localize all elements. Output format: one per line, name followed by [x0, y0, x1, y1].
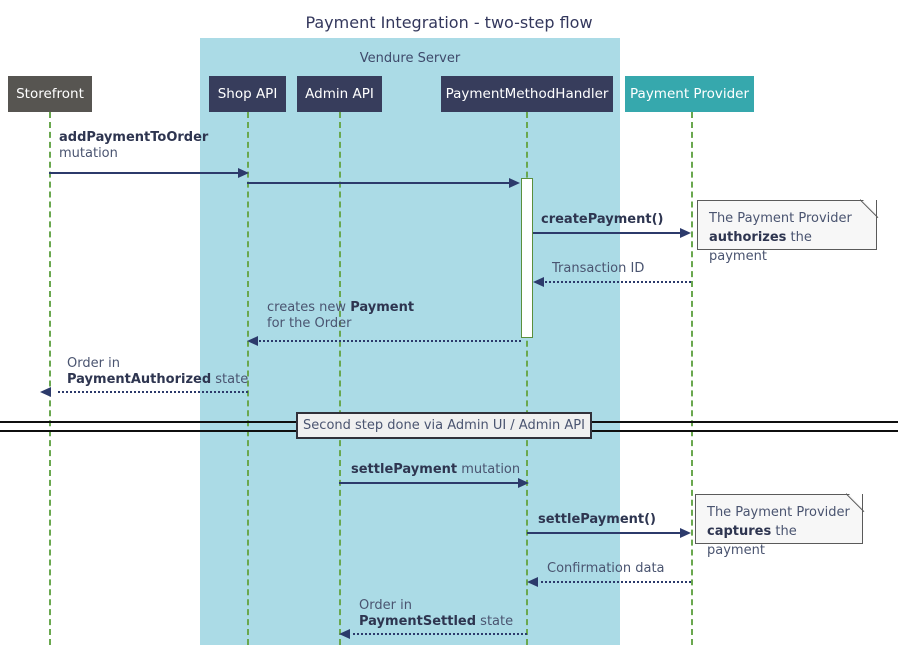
- participant-shop-api[interactable]: Shop API: [209, 76, 286, 112]
- arrow-head-icon-1: [238, 168, 249, 178]
- participant-storefront-label: Storefront: [16, 86, 84, 102]
- message-label-settle-payment-mutation-rest: mutation: [457, 462, 521, 477]
- lifeline-payment-provider: [691, 112, 693, 645]
- message-label-add-payment-to-order: addPaymentToOrder mutation: [59, 130, 208, 162]
- note-1-line-2-rest: the payment: [709, 230, 812, 264]
- message-label-creates-new-payment-pre: creates new: [267, 300, 351, 315]
- message-label-settle-payment-call-bold: settlePayment(): [538, 512, 656, 527]
- message-arrow-transaction-id: [541, 281, 691, 283]
- message-arrow-order-payment-settled: [348, 633, 527, 635]
- participant-payment-provider-label: Payment Provider: [630, 86, 749, 102]
- message-arrow-settle-payment-mutation: [339, 482, 519, 484]
- arrow-head-icon-4: [533, 277, 544, 287]
- message-arrow-confirmation-data: [536, 581, 691, 583]
- message-arrow-create-payment: [533, 232, 681, 234]
- separator-label-box: Second step done via Admin UI / Admin AP…: [296, 412, 592, 439]
- lifeline-shop-api: [247, 112, 249, 645]
- participant-admin-api[interactable]: Admin API: [297, 76, 382, 112]
- page-title: Payment Integration - two-step flow: [305, 13, 593, 32]
- activation-bar-payment-method-handler: [521, 178, 533, 338]
- message-arrow-shop-api-to-handler: [247, 182, 510, 184]
- note-2-line-2-rest: the payment: [707, 524, 797, 558]
- arrow-head-icon-6: [40, 387, 51, 397]
- message-label-settle-payment-mutation: settlePayment mutation: [351, 462, 520, 478]
- participant-payment-method-handler[interactable]: PaymentMethodHandler: [441, 76, 613, 112]
- note-fold-edge-1: [860, 199, 879, 218]
- lifeline-payment-method-handler: [526, 112, 528, 645]
- note-1-line-2-bold: authorizes: [709, 230, 787, 245]
- note-fold-icon-2: [849, 494, 862, 507]
- message-label-order-payment-authorized-rest: state: [211, 372, 249, 387]
- message-label-order-payment-settled-bold: PaymentSettled: [359, 614, 477, 629]
- vendure-server-group-label: Vendure Server: [359, 51, 461, 66]
- message-label-create-payment-bold: createPayment(): [541, 212, 664, 227]
- message-label-creates-new-payment-line2: for the Order: [267, 316, 352, 331]
- message-label-add-payment-to-order-bold: addPaymentToOrder: [59, 130, 209, 145]
- note-payment-provider-authorizes: The Payment Provider authorizes the paym…: [697, 199, 879, 264]
- arrow-head-icon-10: [339, 629, 350, 639]
- participant-payment-provider[interactable]: Payment Provider: [625, 76, 754, 112]
- message-label-creates-new-payment: creates new Payment for the Order: [267, 300, 414, 332]
- note-fold-edge-2: [846, 493, 865, 512]
- message-label-settle-payment-mutation-bold: settlePayment: [351, 462, 458, 477]
- arrow-head-icon-2: [509, 178, 520, 188]
- message-arrow-add-payment-to-order: [49, 172, 239, 174]
- note-payment-provider-captures: The Payment Provider captures the paymen…: [695, 493, 865, 558]
- message-arrow-order-payment-authorized: [58, 391, 248, 393]
- arrow-head-icon-9: [527, 577, 538, 587]
- participant-payment-method-handler-label: PaymentMethodHandler: [445, 86, 609, 102]
- participant-shop-api-label: Shop API: [217, 86, 278, 102]
- message-label-confirmation-data: Confirmation data: [547, 561, 665, 576]
- message-label-creates-new-payment-bold: Payment: [350, 300, 415, 315]
- separator-label: Second step done via Admin UI / Admin AP…: [303, 418, 585, 433]
- note-1-line-1: The Payment Provider: [709, 211, 852, 226]
- message-label-order-payment-settled: Order in PaymentSettled state: [359, 598, 513, 630]
- message-label-add-payment-to-order-rest: mutation: [59, 146, 118, 161]
- message-label-order-payment-authorized: Order in PaymentAuthorized state: [67, 356, 248, 388]
- lifeline-admin-api: [339, 112, 341, 645]
- message-label-order-payment-settled-line1: Order in: [359, 598, 412, 613]
- message-arrow-creates-new-payment: [256, 340, 521, 342]
- message-label-order-payment-settled-rest: state: [476, 614, 514, 629]
- arrow-head-icon-8: [680, 528, 691, 538]
- arrow-head-icon-7: [518, 478, 529, 488]
- message-label-transaction-id: Transaction ID: [552, 261, 645, 276]
- arrow-head-icon-5: [247, 336, 258, 346]
- note-2-line-1: The Payment Provider: [707, 505, 850, 520]
- note-fold-icon-1: [863, 200, 876, 213]
- participant-storefront[interactable]: Storefront: [8, 76, 92, 112]
- arrow-head-icon-3: [680, 228, 691, 238]
- message-label-order-payment-authorized-bold: PaymentAuthorized: [67, 372, 212, 387]
- message-label-settle-payment-call: settlePayment(): [538, 512, 656, 528]
- lifeline-storefront: [49, 112, 51, 645]
- participant-admin-api-label: Admin API: [305, 86, 374, 102]
- message-label-create-payment: createPayment(): [541, 212, 663, 228]
- message-arrow-settle-payment-call: [527, 532, 681, 534]
- message-label-order-payment-authorized-line1: Order in: [67, 356, 120, 371]
- note-2-line-2-bold: captures: [707, 524, 772, 539]
